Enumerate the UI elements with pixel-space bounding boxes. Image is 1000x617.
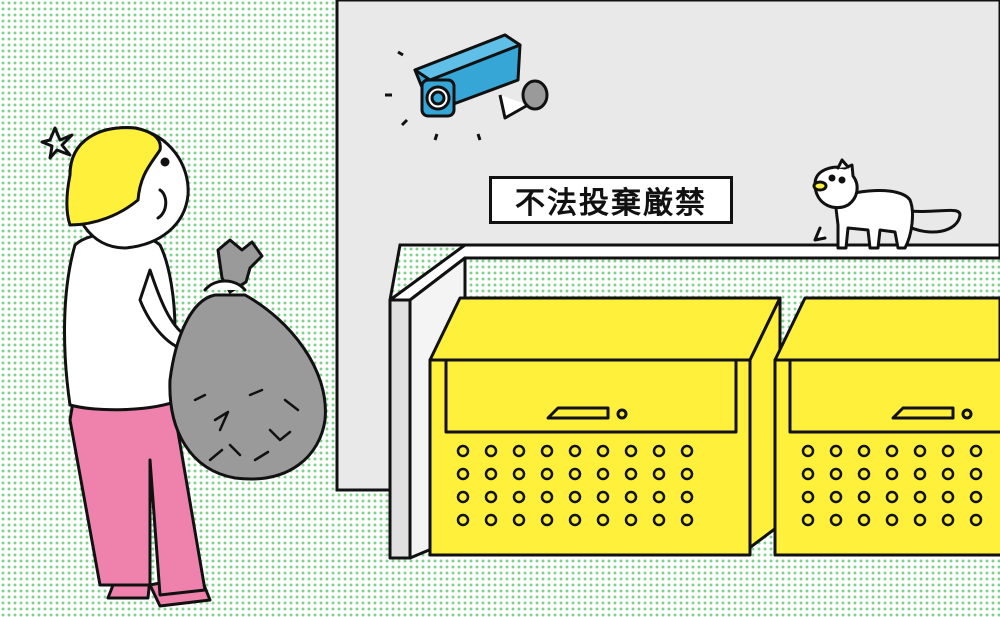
- cat-icon: [812, 158, 962, 250]
- person: [40, 126, 232, 608]
- surprise-mark-icon: [40, 126, 74, 160]
- garbage-bag-icon: [168, 238, 327, 481]
- garbage-bin-1: [428, 296, 782, 557]
- security-camera-icon: [385, 33, 549, 141]
- bin-1-vent-holes: [456, 444, 694, 527]
- bin-2-vent-holes: [801, 444, 983, 527]
- no-dumping-sign: 不法投棄厳禁: [489, 176, 733, 224]
